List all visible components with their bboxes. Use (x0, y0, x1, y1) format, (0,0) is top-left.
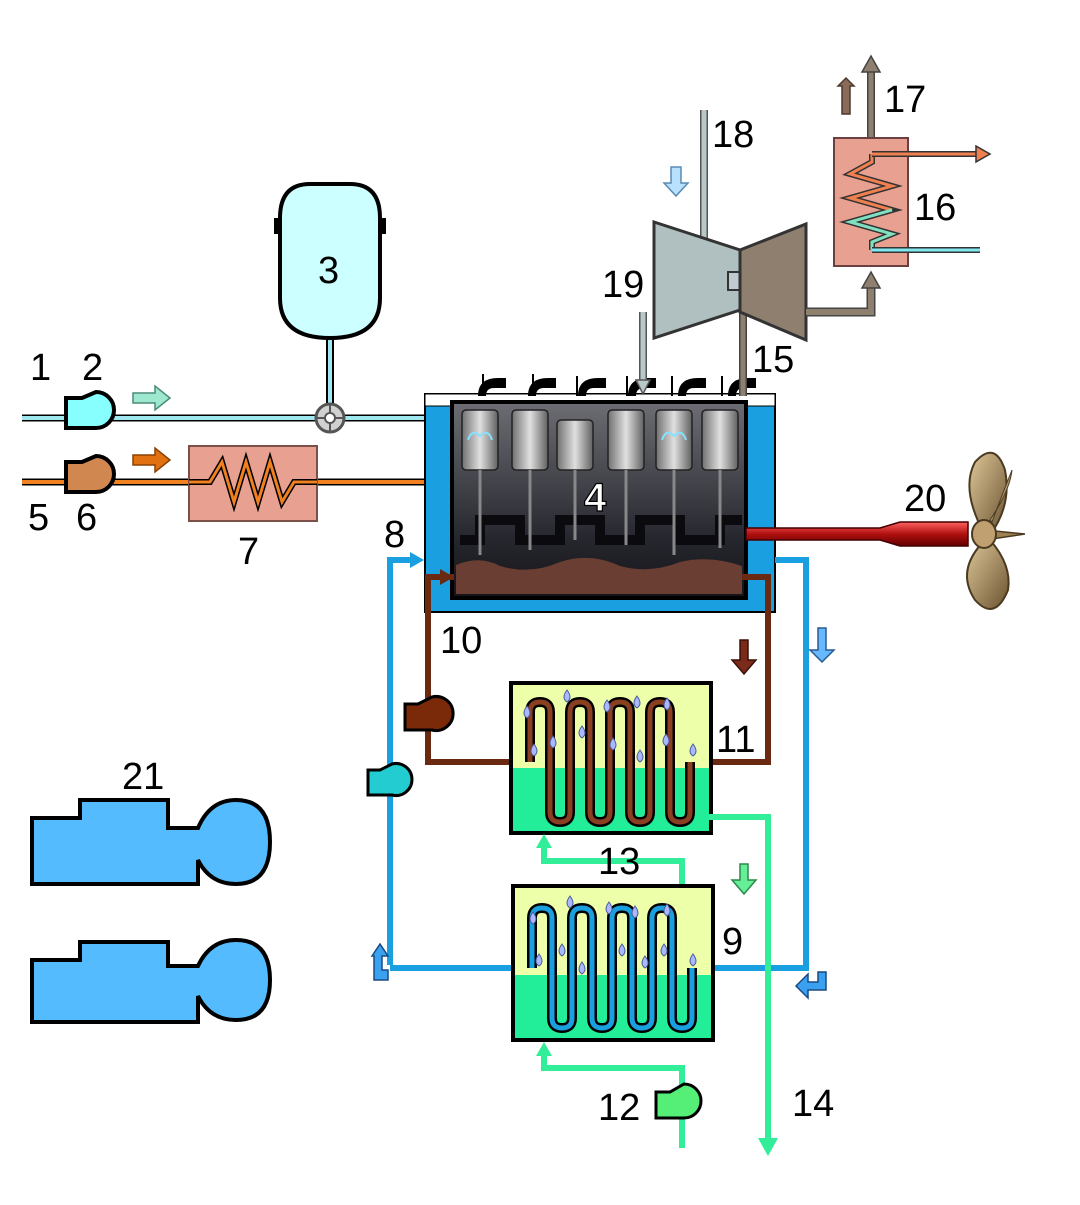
label-18: 18 (712, 114, 754, 156)
label-7: 7 (238, 531, 259, 573)
turbine-exhaust-line (806, 270, 882, 317)
label-4: 4 (584, 476, 607, 520)
fuel-pump-icon (64, 453, 116, 494)
label-11: 11 (716, 719, 755, 761)
label-5: 5 (28, 497, 49, 539)
label-8: 8 (384, 514, 405, 556)
lube-oil-flow-arrow-icon (730, 639, 758, 676)
cylinder-1 (461, 409, 499, 555)
label-3: 3 (318, 250, 339, 292)
seawater-flow-arrow-right-icon (808, 627, 836, 664)
cylinder-4 (607, 409, 645, 545)
fuel-flow-arrow-icon (132, 446, 172, 474)
exhaust-stack-17 (860, 54, 882, 138)
label-20: 20 (904, 478, 946, 520)
label-1: 1 (30, 347, 51, 389)
seawater-return-arrow-right-icon (794, 971, 827, 1000)
label-15: 15 (752, 339, 794, 381)
exhaust-flow-arrow-icon (836, 76, 856, 115)
exhaust-gas-boiler (833, 137, 992, 267)
label-12: 12 (598, 1087, 640, 1129)
label-16: 16 (914, 187, 956, 229)
propeller-icon (966, 451, 1026, 610)
valve-icon (314, 402, 346, 434)
cylinder-5 (655, 409, 693, 555)
freshwater-flow-arrow-icon (730, 863, 758, 896)
auxiliary-generator-1 (30, 797, 273, 887)
propeller-shaft (745, 521, 969, 547)
lube-oil-cooler (509, 681, 713, 835)
label-21: 21 (122, 756, 164, 798)
turbine (738, 221, 808, 343)
seawater-cooler (511, 884, 715, 1042)
lube-oil-circuit (425, 569, 771, 765)
label-17: 17 (884, 79, 926, 121)
air-flow-arrow-icon (132, 384, 172, 412)
label-19: 19 (602, 264, 644, 306)
freshwater-pump-icon (654, 1082, 703, 1120)
air-receiver-tank (274, 182, 386, 410)
label-10: 10 (440, 620, 482, 662)
compressor-discharge-line (634, 312, 652, 396)
intake-flow-arrow-icon (662, 166, 690, 198)
cylinder-6 (701, 409, 739, 548)
auxiliary-generator-2 (30, 937, 273, 1024)
seawater-circuit (387, 552, 809, 971)
freshwater-circuit (536, 814, 778, 1156)
seawater-return-arrow-left-icon (370, 942, 390, 981)
lube-oil-pump-icon (403, 695, 455, 732)
label-14: 14 (792, 1083, 834, 1125)
label-6: 6 (76, 497, 97, 539)
engine-cylinders (461, 409, 739, 555)
exhaust-manifold-caps (478, 374, 756, 396)
air-pump-icon (64, 389, 116, 430)
label-13: 13 (598, 841, 640, 883)
cylinder-3 (556, 419, 594, 540)
seawater-pump-icon (366, 762, 414, 797)
fuel-heater (188, 445, 318, 522)
label-2: 2 (82, 347, 103, 389)
label-9: 9 (722, 921, 743, 963)
cylinder-2 (511, 409, 549, 550)
